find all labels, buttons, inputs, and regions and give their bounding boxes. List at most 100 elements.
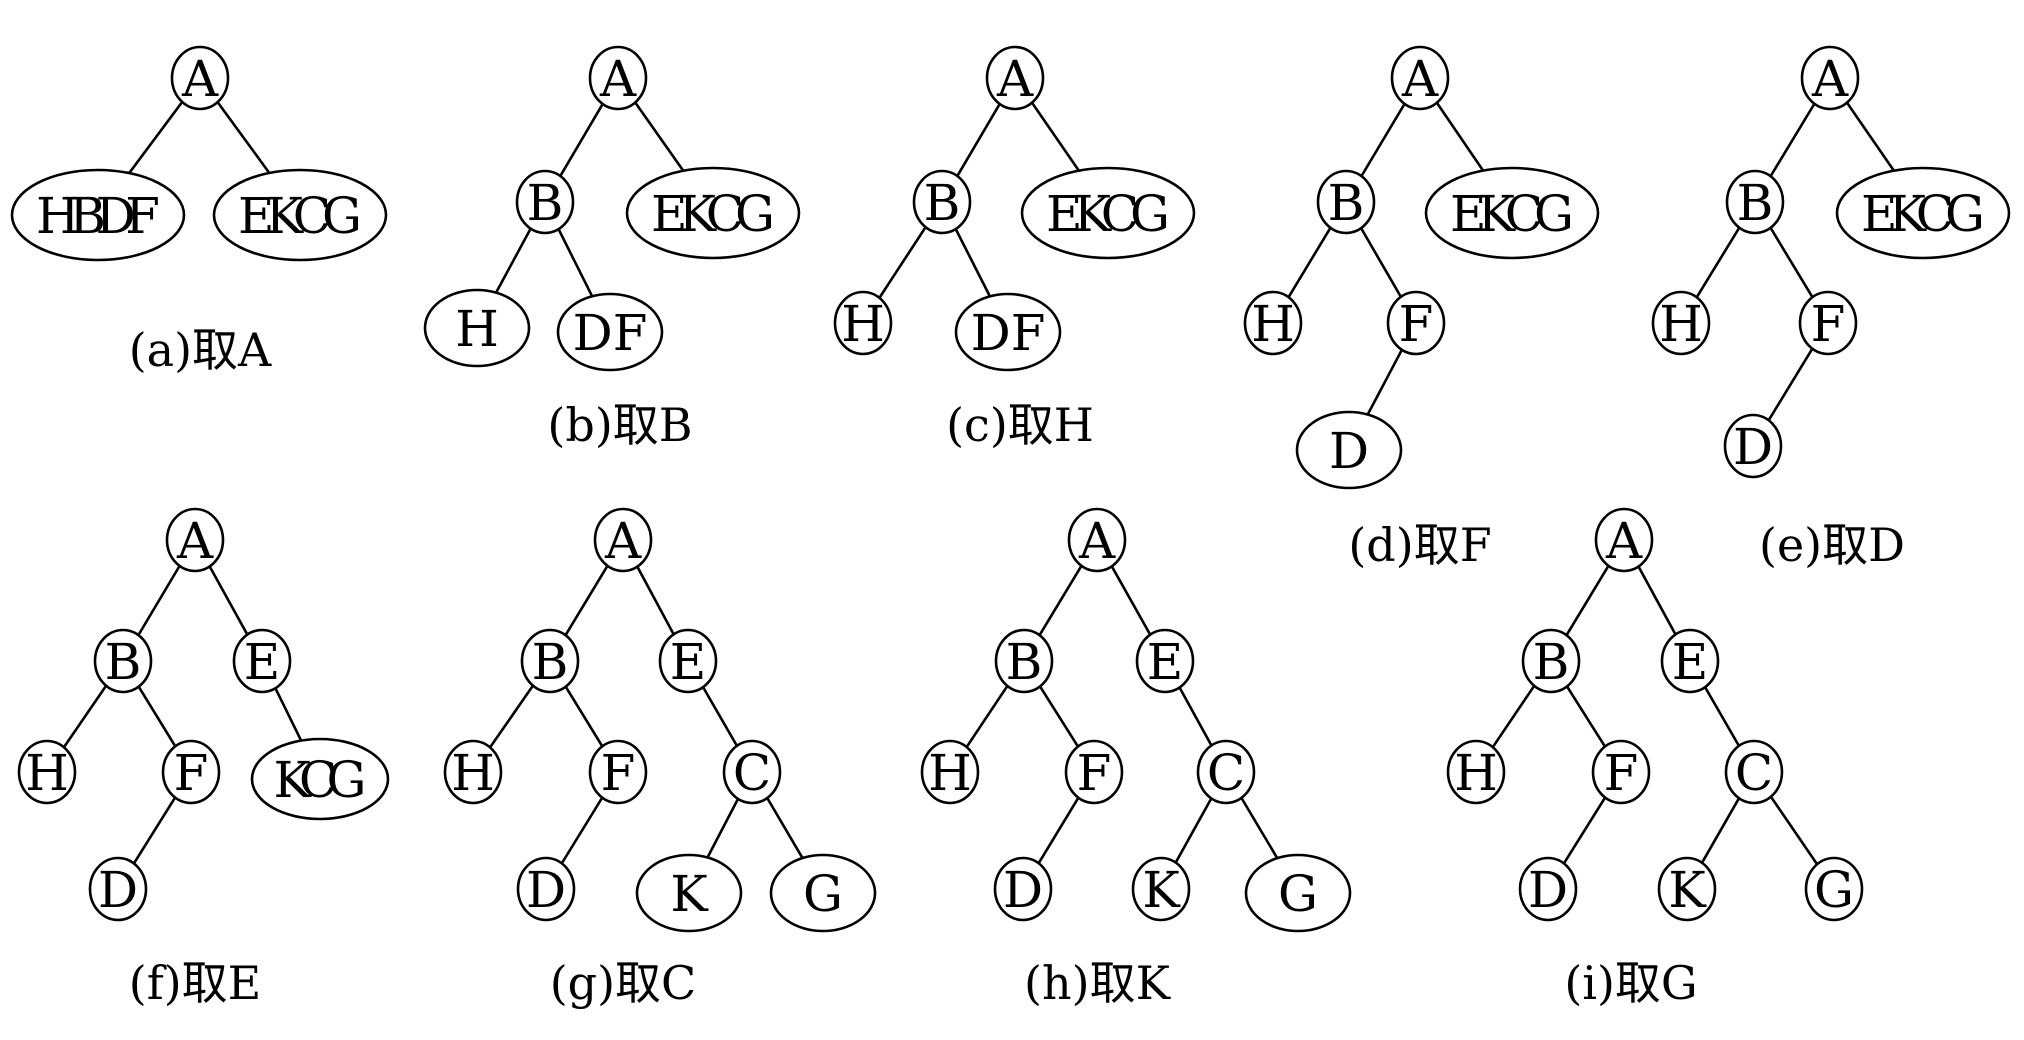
node-A: A <box>165 507 225 573</box>
node-B-outline <box>994 628 1054 694</box>
edge-B-H <box>1287 227 1332 298</box>
edge-C-K <box>1700 797 1741 864</box>
edge-E-C <box>1178 686 1213 747</box>
node-A-outline <box>588 45 648 111</box>
edge-A-B <box>137 565 181 636</box>
node-C-label: C <box>1735 744 1773 802</box>
edge-A-EKCG <box>634 101 685 172</box>
node-G: G <box>1244 853 1352 933</box>
edge-B-DF <box>954 228 992 297</box>
node-G-outline <box>769 853 877 933</box>
node-HBDF-outline <box>10 168 186 262</box>
edge-A-EKCG <box>216 101 271 174</box>
node-H: H <box>423 288 531 368</box>
node-EKCG: EKCG <box>1835 166 2011 260</box>
node-H-outline <box>443 739 503 805</box>
node-F-outline <box>161 739 221 805</box>
node-C-outline <box>1196 739 1256 805</box>
node-A-label: A <box>1078 512 1116 570</box>
node-EKCG-label: EKCG <box>1046 185 1170 243</box>
node-E: E <box>232 628 292 694</box>
node-B-outline <box>520 628 580 694</box>
node-B-outline <box>1316 169 1376 235</box>
node-A-label: A <box>176 512 214 570</box>
node-D-outline <box>1518 856 1578 922</box>
node-C-outline <box>722 739 782 805</box>
edge-B-H <box>62 684 108 749</box>
edge-B-F <box>1769 227 1814 298</box>
node-DF-outline <box>954 292 1062 372</box>
edge-C-K <box>1174 797 1213 864</box>
node-A-outline <box>593 507 653 573</box>
node-B-label: B <box>1533 633 1570 691</box>
node-A: A <box>1594 507 1654 573</box>
node-B: B <box>520 628 580 694</box>
node-A-outline <box>1800 45 1860 111</box>
node-C-label: C <box>1207 744 1245 802</box>
edge-B-H <box>494 227 532 294</box>
node-H: H <box>443 739 503 805</box>
node-H-label: H <box>841 295 885 353</box>
node-B-outline <box>912 169 972 235</box>
node-B-outline <box>93 628 153 694</box>
node-D: D <box>88 856 148 922</box>
node-H-outline <box>1243 290 1303 356</box>
node-E: E <box>658 628 718 694</box>
node-A: A <box>985 45 1045 111</box>
node-B: B <box>912 169 972 235</box>
edge-C-G <box>766 797 804 859</box>
node-K-outline <box>1657 856 1717 922</box>
edge-B-F <box>137 685 177 748</box>
node-F-outline <box>1798 290 1858 356</box>
node-EKCG-outline <box>212 168 388 262</box>
node-A-outline <box>165 507 225 573</box>
edge-A-B <box>1038 565 1083 636</box>
node-H-outline <box>1651 290 1711 356</box>
node-G-label: G <box>803 865 843 923</box>
node-F-outline <box>1386 290 1446 356</box>
node-EKCG-label: EKCG <box>1861 185 1985 243</box>
edge-E-KCG <box>274 687 303 742</box>
node-E-label: E <box>670 633 707 691</box>
node-F: F <box>161 739 221 805</box>
node-E: E <box>1135 628 1195 694</box>
node-DF: DF <box>556 292 664 372</box>
node-A-outline <box>985 45 1045 111</box>
node-F-label: F <box>601 744 636 802</box>
node-F: F <box>1386 290 1446 356</box>
node-A-label: A <box>181 50 219 108</box>
node-A: A <box>1390 45 1450 111</box>
edge-C-K <box>706 798 740 859</box>
caption-h: (h)取K <box>1024 956 1172 1010</box>
node-A: A <box>1067 507 1127 573</box>
node-EKCG-outline <box>625 166 801 260</box>
edge-B-F <box>564 685 604 748</box>
node-B: B <box>994 628 1054 694</box>
node-HBDF-label: HBDF <box>36 187 160 245</box>
node-F-label: F <box>1399 295 1434 353</box>
edge-A-E <box>636 566 675 635</box>
edge-A-B <box>956 103 1001 177</box>
node-H-label: H <box>928 744 972 802</box>
caption-e: (e)取D <box>1759 518 1905 572</box>
edge-B-F <box>1038 685 1080 748</box>
edge-B-F <box>1565 685 1607 748</box>
node-KCG: KCG <box>250 737 390 821</box>
node-EKCG: EKCG <box>212 168 388 262</box>
node-H-label: H <box>1659 295 1703 353</box>
edge-B-H <box>878 226 927 299</box>
node-DF-label: DF <box>971 304 1046 362</box>
edge-E-C <box>701 686 739 747</box>
node-D-outline <box>88 856 148 922</box>
node-H-label: H <box>1454 744 1498 802</box>
node-B-outline <box>1725 169 1785 235</box>
edge-F-D <box>1366 349 1404 416</box>
node-EKCG-label: EKCG <box>651 185 775 243</box>
edge-A-EKCG <box>1435 102 1485 172</box>
node-B: B <box>515 169 575 235</box>
node-K-label: K <box>1668 861 1707 919</box>
edge-A-EKCG <box>1030 101 1080 172</box>
